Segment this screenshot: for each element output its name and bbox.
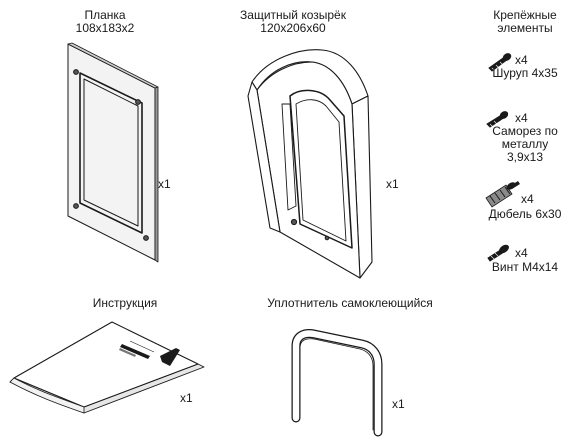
fasteners-title-line1: Крепёжные — [493, 8, 557, 22]
dowel-icon — [485, 181, 520, 208]
seal-title: Уплотнитель самоклеющийся — [267, 296, 433, 310]
fasteners-title: Крепёжные элементы — [470, 9, 580, 35]
canopy-size: 120x206x60 — [260, 21, 326, 35]
plate-name: Планка — [84, 8, 126, 22]
fastener-name-1: Шуруп 4x35 — [492, 66, 558, 80]
fastener-name-2-line2: металлу — [501, 137, 549, 151]
canopy-qty: x1 — [386, 177, 399, 191]
fastener-name-2-line1: Саморез по — [492, 124, 558, 138]
canopy-name: Защитный козырёк — [240, 8, 346, 22]
fastener-qty-1: x4 — [515, 53, 528, 67]
fasteners-title-line2: элементы — [497, 21, 553, 35]
fastener-name-2-line3: 3,9x13 — [506, 150, 544, 164]
plate-title: Планка 108x183x2 — [60, 9, 150, 35]
instruction-qty: x1 — [180, 391, 193, 405]
seal-qty: x1 — [392, 397, 405, 411]
fastener-name-4: Винт М4x14 — [491, 260, 559, 274]
instruction-title: Инструкция — [92, 296, 158, 310]
fastener-name-3: Дюбель 6x30 — [488, 207, 562, 221]
plate-qty: x1 — [158, 177, 171, 191]
fastener-qty-4: x4 — [515, 246, 528, 260]
fastener-qty-3: x4 — [521, 192, 534, 206]
self-tapping-screw-icon — [486, 111, 509, 128]
bolt-icon — [487, 244, 509, 262]
fastener-name-2: Саморез по металлу 3,9x13 — [470, 125, 580, 164]
plate-size: 108x183x2 — [75, 21, 135, 35]
canopy-title: Защитный козырёк 120x206x60 — [228, 9, 358, 35]
fastener-qty-2: x4 — [515, 111, 528, 125]
screw-icon — [488, 53, 512, 72]
